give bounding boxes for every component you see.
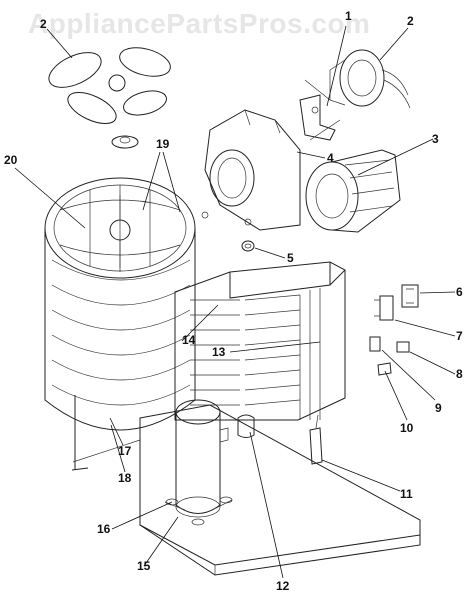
callout-17: 17 bbox=[118, 444, 132, 458]
fan-blade bbox=[48, 47, 171, 149]
service-valve bbox=[309, 414, 323, 465]
callout-20: 20 bbox=[4, 153, 18, 167]
callout-2-left: 2 bbox=[40, 17, 47, 31]
callout-2-right: 2 bbox=[407, 14, 414, 28]
callout-8: 8 bbox=[456, 367, 463, 381]
callout-19: 19 bbox=[156, 137, 170, 151]
blower-housing bbox=[201, 109, 301, 231]
callout-6: 6 bbox=[456, 285, 463, 299]
callout-5: 5 bbox=[287, 251, 294, 265]
leader-lines bbox=[14, 25, 456, 579]
callout-14: 14 bbox=[182, 333, 196, 347]
callout-11: 11 bbox=[400, 487, 413, 501]
callout-15: 15 bbox=[137, 559, 151, 573]
compressor bbox=[164, 399, 233, 526]
callout-12: 12 bbox=[276, 579, 290, 593]
callout-16: 16 bbox=[97, 522, 111, 536]
evaporator-coil bbox=[174, 261, 346, 421]
callout-13: 13 bbox=[212, 345, 226, 359]
callout-1: 1 bbox=[345, 9, 352, 23]
blower-wheel bbox=[305, 149, 401, 233]
filter-drier bbox=[237, 414, 255, 438]
fan-motor bbox=[329, 49, 411, 109]
watermark: AppliancePartsPros.com bbox=[28, 8, 371, 39]
condenser-coil bbox=[44, 177, 196, 471]
callout-10: 10 bbox=[400, 421, 414, 435]
grommet bbox=[241, 240, 255, 252]
callout-9: 9 bbox=[435, 401, 442, 415]
callout-7: 7 bbox=[456, 329, 463, 343]
callout-labels: 1 2 2 3 4 5 6 7 8 9 10 11 12 13 14 15 16… bbox=[4, 9, 463, 593]
callout-4: 4 bbox=[327, 151, 334, 165]
callout-18: 18 bbox=[118, 471, 132, 485]
control-bracket bbox=[299, 79, 341, 141]
callout-3: 3 bbox=[432, 132, 439, 146]
base-pan bbox=[139, 404, 421, 576]
small-parts bbox=[369, 284, 419, 376]
